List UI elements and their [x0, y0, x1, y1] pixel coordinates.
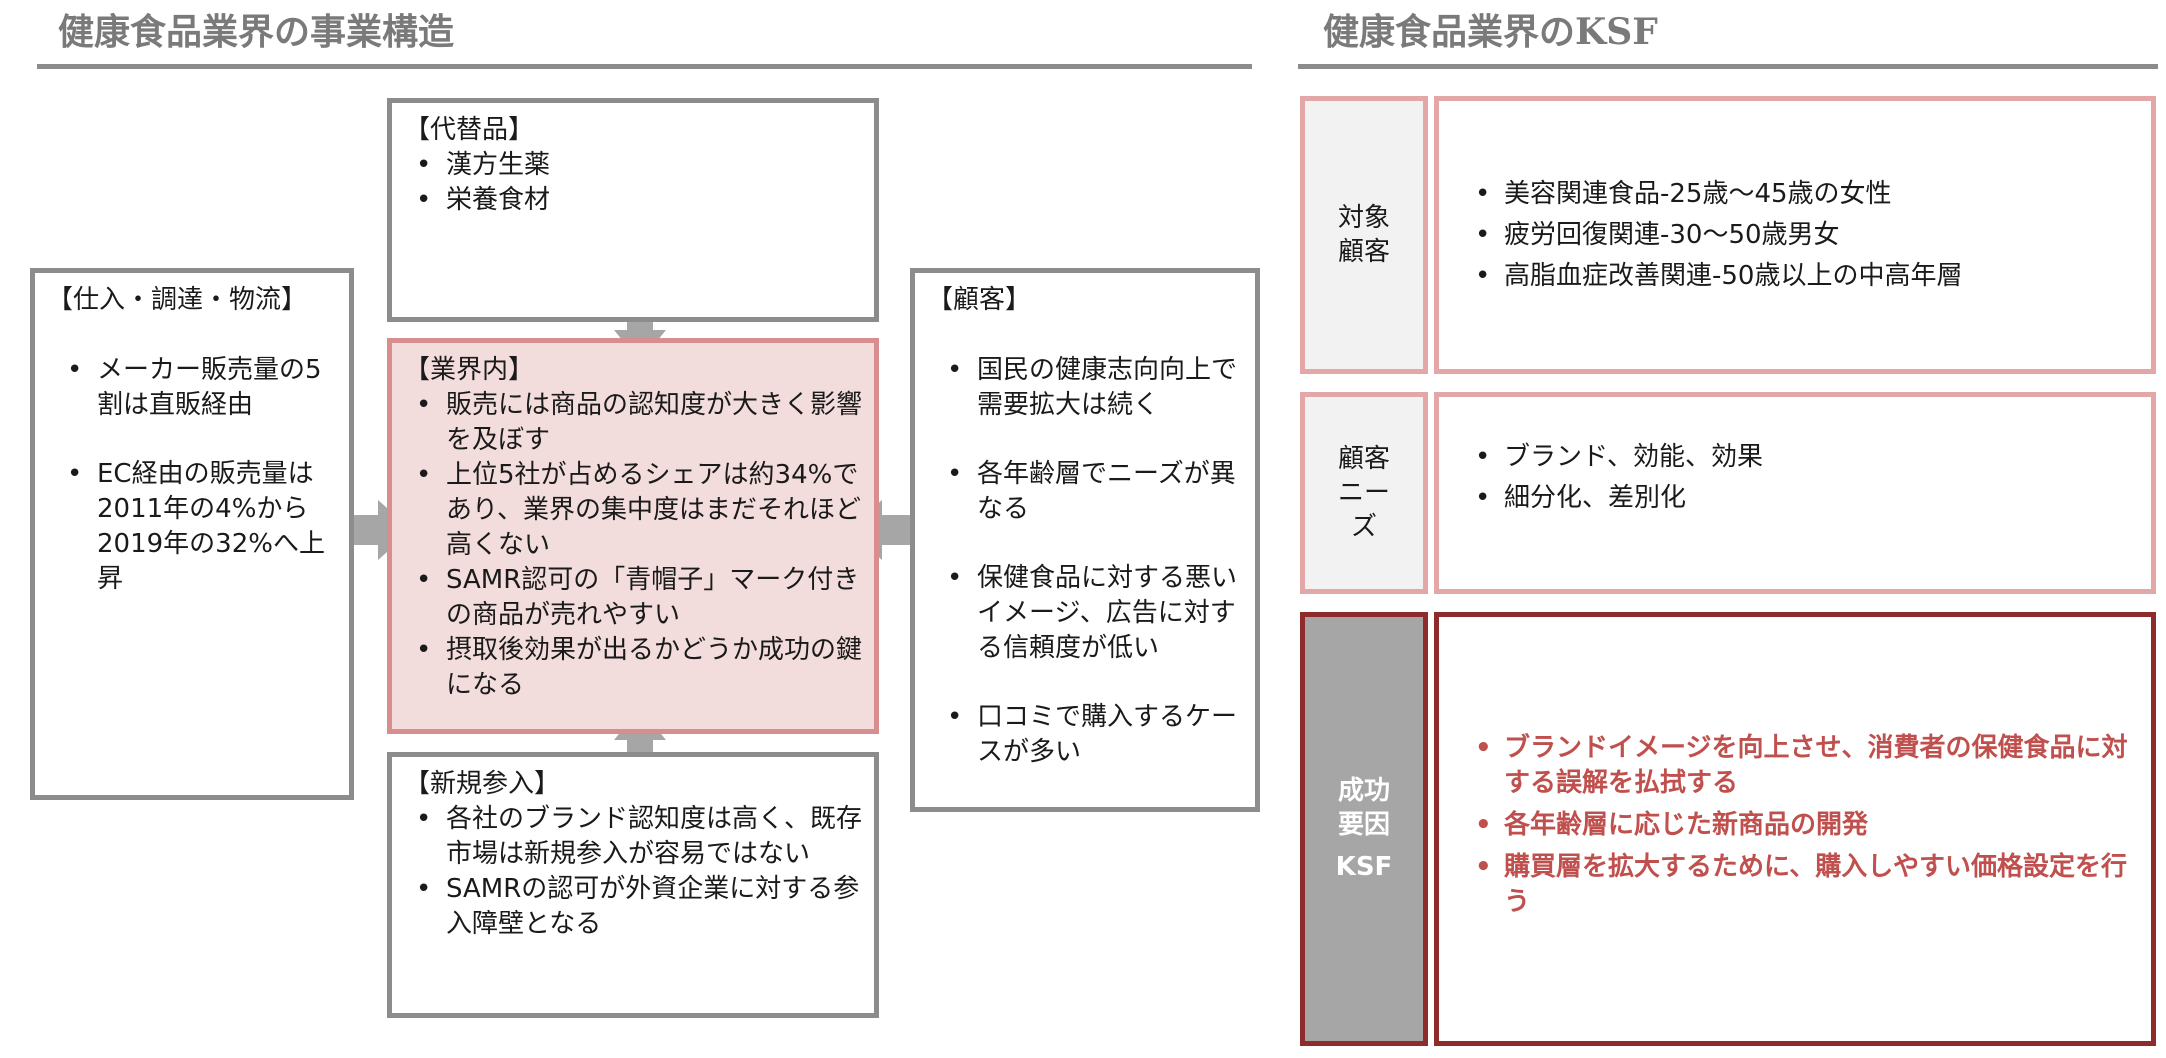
suppliers-heading: 【仕入・調達・物流】 — [47, 285, 308, 315]
industry-heading: 【業界内】 — [404, 355, 535, 385]
list-item: EC経由の販売量は2011年の4%から2019年の32%へ上昇 — [47, 457, 337, 597]
ksf-label-line: 顧客 — [1337, 237, 1390, 267]
list-item: 高脂血症改善関連-50歳以上の中高年層 — [1459, 256, 2131, 297]
list-item: 細分化、差別化 — [1459, 478, 2131, 519]
list-item: 上位5社が占めるシェアは約34%であり、業界の集中度はまだそれほど高くない — [404, 458, 862, 563]
list-item: 摂取後効果が出るかどうか成功の鍵になる — [404, 633, 862, 703]
ksf-label-line: ズ — [1350, 512, 1377, 542]
list-item: SAMR認可の「青帽子」マーク付きの商品が売れやすい — [404, 563, 862, 633]
list-item: メーカー販売量の5割は直販経由 — [47, 353, 337, 423]
customers-box: 【顧客】 国民の健康志向向上で需要拡大は続く 各年齢層でニーズが異なる 保健食品… — [910, 268, 1260, 812]
ksf-title: 健康食品業界のKSF — [1323, 11, 1658, 53]
list-item: 購買層を拡大するために、購入しやすい価格設定を行う — [1459, 850, 2131, 920]
ksf-label-line: 要因 — [1337, 810, 1390, 840]
list-item: 保健食品に対する悪いイメージ、広告に対する信頼度が低い — [927, 561, 1243, 666]
list-item: 疲労回復関連-30～50歳男女 — [1459, 215, 2131, 256]
ksf-content-target-customers: 美容関連食品-25歳～45歳の女性 疲労回復関連-30～50歳男女 高脂血症改善… — [1434, 96, 2156, 374]
ksf-label-line: ニー — [1337, 478, 1390, 508]
list-item: 美容関連食品-25歳～45歳の女性 — [1459, 174, 2131, 215]
list-item: ブランド、効能、効果 — [1459, 437, 2131, 478]
new-entrants-box: 【新規参入】 各社のブランド認知度は高く、既存市場は新規参入が容易ではない SA… — [387, 752, 879, 1018]
list-item: 口コミで購入するケースが多い — [927, 700, 1243, 770]
ksf-label-line: 顧客 — [1337, 444, 1390, 474]
list-item: 各年齢層でニーズが異なる — [927, 457, 1243, 527]
ksf-label-success-factors: 成功 要因 KSF — [1300, 612, 1428, 1046]
structure-title-rule — [37, 64, 1252, 69]
list-item: 各社のブランド認知度は高く、既存市場は新規参入が容易ではない — [404, 802, 862, 872]
ksf-label-line: 成功 — [1337, 776, 1390, 806]
list-item: 各年齢層に応じた新商品の開発 — [1459, 808, 2131, 843]
new-entrants-heading: 【新規参入】 — [404, 769, 561, 799]
ksf-label-customer-needs: 顧客 ニー ズ — [1300, 392, 1428, 594]
ksf-label-target-customers: 対象 顧客 — [1300, 96, 1428, 374]
customers-heading: 【顧客】 — [927, 285, 1032, 315]
list-item: 栄養食材 — [404, 183, 862, 218]
ksf-label-line: 対象 — [1337, 203, 1390, 233]
list-item: 販売には商品の認知度が大きく影響を及ぼす — [404, 388, 862, 458]
list-item: 漢方生薬 — [404, 148, 862, 183]
ksf-content-customer-needs: ブランド、効能、効果 細分化、差別化 — [1434, 392, 2156, 594]
ksf-title-rule — [1298, 64, 2158, 69]
list-item: ブランドイメージを向上させ、消費者の保健食品に対する誤解を払拭する — [1459, 731, 2131, 801]
substitutes-heading: 【代替品】 — [404, 115, 535, 145]
list-item: SAMRの認可が外資企業に対する参入障壁となる — [404, 872, 862, 942]
structure-title: 健康食品業界の事業構造 — [58, 11, 455, 53]
suppliers-box: 【仕入・調達・物流】 メーカー販売量の5割は直販経由 EC経由の販売量は2011… — [30, 268, 354, 800]
industry-box: 【業界内】 販売には商品の認知度が大きく影響を及ぼす 上位5社が占めるシェアは約… — [387, 338, 879, 734]
substitutes-box: 【代替品】 漢方生薬 栄養食材 — [387, 98, 879, 322]
list-item: 国民の健康志向向上で需要拡大は続く — [927, 353, 1243, 423]
ksf-label-line: KSF — [1335, 852, 1393, 882]
ksf-content-success-factors: ブランドイメージを向上させ、消費者の保健食品に対する誤解を払拭する 各年齢層に応… — [1434, 612, 2156, 1046]
